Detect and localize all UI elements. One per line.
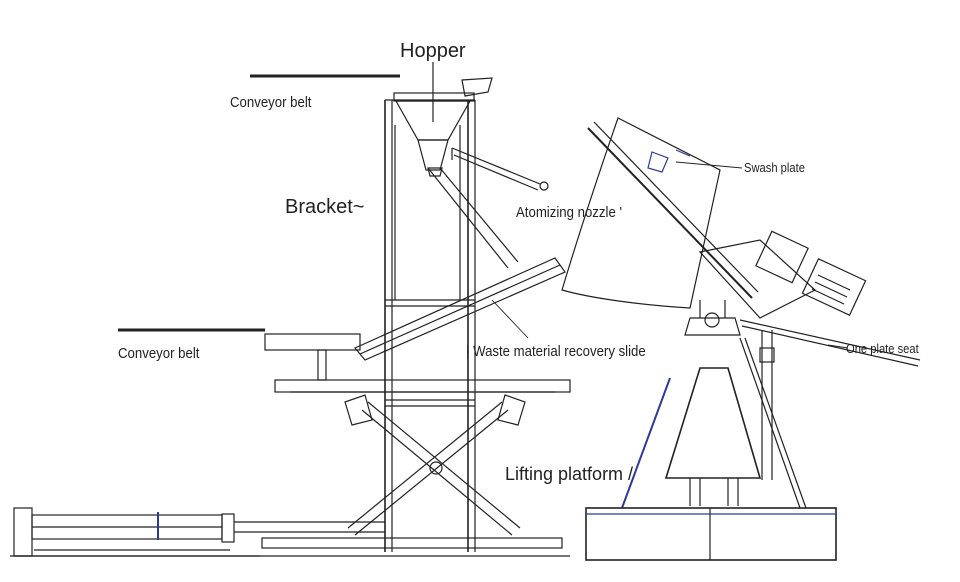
label-conveyor-belt-top: Conveyor belt xyxy=(230,94,312,111)
label-plate-seat: One plate seat xyxy=(846,341,919,356)
atomizing-nozzle xyxy=(451,147,549,191)
lifting-platform xyxy=(664,367,762,506)
plate-seat xyxy=(684,300,741,336)
leader-lines xyxy=(491,161,849,349)
swash-plate-drum xyxy=(561,117,759,309)
hydraulic-cylinder xyxy=(13,507,385,557)
label-bracket: Bracket~ xyxy=(285,196,365,218)
label-conveyor-belt-bottom: Conveyor belt xyxy=(118,345,200,362)
label-waste-slide: | Waste material recovery slide xyxy=(466,343,646,360)
label-lifting-platform: Lifting platform / xyxy=(505,464,634,484)
drive-assembly xyxy=(698,230,921,367)
hopper xyxy=(393,62,493,171)
bracket-frame xyxy=(384,99,476,552)
label-hopper: Hopper xyxy=(400,40,466,62)
scissor-lift-table xyxy=(261,379,571,549)
label-atomizing-nozzle: Atomizing nozzle ' xyxy=(516,204,622,221)
waste-recovery-slide xyxy=(354,257,566,361)
base-block xyxy=(585,507,837,561)
feed-chute xyxy=(427,167,519,269)
label-swash-plate: Swash plate xyxy=(744,160,805,175)
support-legs xyxy=(621,330,807,509)
